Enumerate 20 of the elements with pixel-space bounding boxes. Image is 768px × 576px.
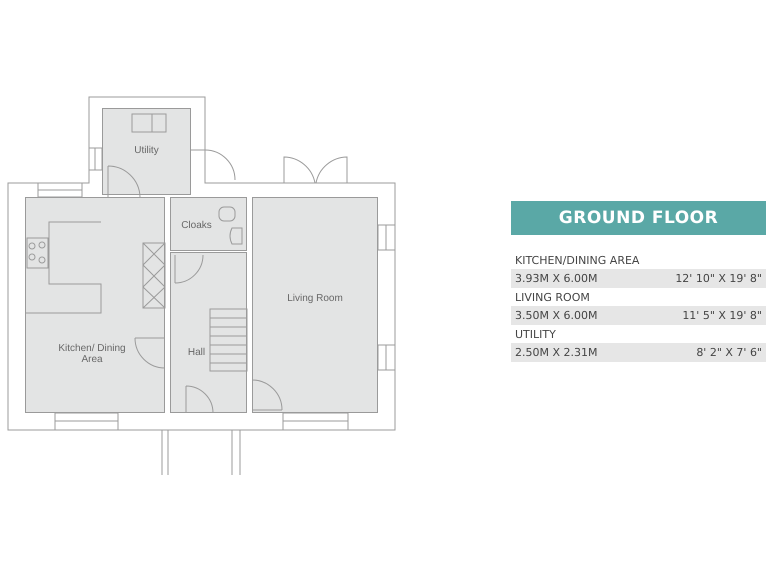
imperial-dimension: 11' 5" X 19' 8" bbox=[682, 309, 762, 322]
metric-dimension: 3.50M X 6.00M bbox=[515, 309, 598, 322]
room-name: KITCHEN/DINING AREA bbox=[515, 254, 640, 267]
room-label: Living Room bbox=[286, 293, 344, 304]
room-label: Cloaks bbox=[180, 220, 213, 231]
room-name: LIVING ROOM bbox=[515, 291, 591, 304]
imperial-dimension: 8' 2" X 7' 6" bbox=[696, 346, 762, 359]
room-name: UTILITY bbox=[515, 328, 557, 341]
room-area bbox=[102, 108, 191, 195]
room-area bbox=[170, 252, 247, 413]
room-label: Utility bbox=[133, 145, 160, 156]
metric-dimension: 2.50M X 2.31M bbox=[515, 346, 598, 359]
room-area bbox=[252, 197, 378, 413]
imperial-dimension: 12' 10" X 19' 8" bbox=[675, 272, 762, 285]
room-area bbox=[170, 197, 247, 251]
room-label: Hall bbox=[186, 347, 206, 358]
room-area bbox=[25, 197, 165, 413]
room-label: Kitchen/ Dining Area bbox=[57, 343, 127, 365]
metric-dimension: 3.93M X 6.00M bbox=[515, 272, 598, 285]
heading-banner: GROUND FLOOR bbox=[511, 201, 766, 235]
